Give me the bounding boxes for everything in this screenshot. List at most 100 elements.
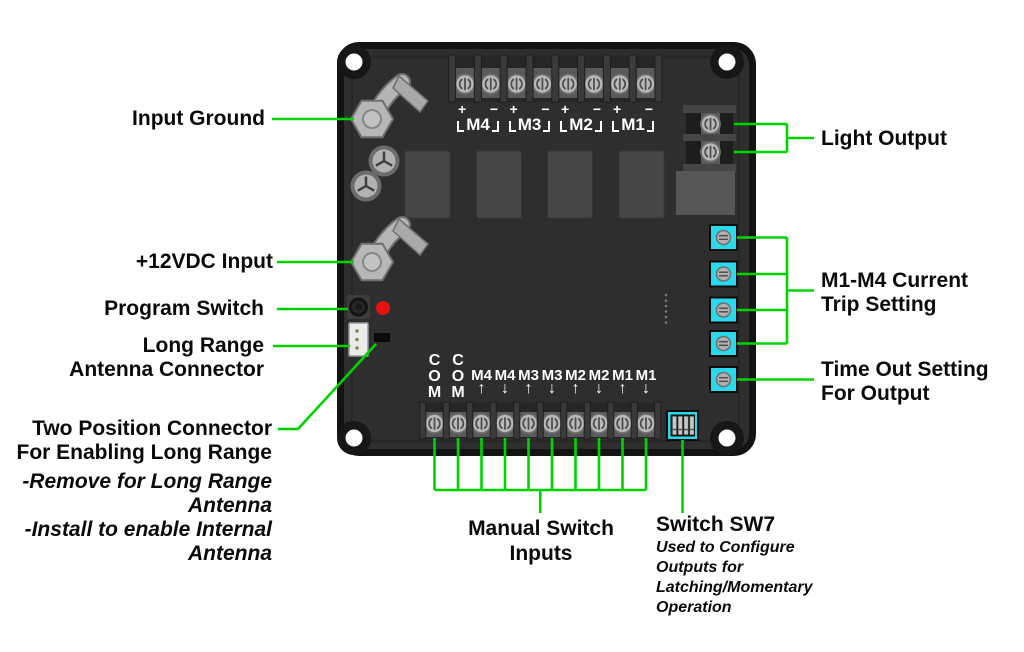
trimpot-m4-trip — [709, 224, 738, 251]
arrow-up-icon: ↑ — [571, 380, 580, 397]
antenna-connector — [348, 322, 369, 357]
antenna-label-line2: Antenna Connector — [69, 358, 264, 381]
trimpots — [709, 224, 738, 393]
vdc-input-lug — [351, 219, 428, 280]
sw7-note4: Operation — [656, 599, 732, 616]
two-position-note2: Antenna — [188, 494, 272, 517]
timeout-label: Time Out Setting For Output — [821, 358, 989, 406]
two-position-note1: -Remove for Long Range — [22, 470, 272, 493]
program-switch-label: Program Switch — [104, 297, 264, 320]
arrow-down-icon: ↓ — [548, 380, 556, 397]
bottom-terminal-label: M2 — [588, 367, 610, 384]
leader-light-output — [734, 122, 814, 154]
bracket-left — [457, 121, 465, 132]
arrow-up-icon: ↑ — [524, 380, 533, 397]
sw7-note3: Latching/Momentary — [656, 579, 813, 596]
sw7-note2: Outputs for — [656, 559, 744, 576]
bracket-right — [594, 121, 602, 132]
trimpot-m1-trip — [709, 330, 738, 357]
input-terminal-strip — [419, 401, 662, 440]
terminal-pair-m4: +− M4 — [452, 101, 504, 134]
arrow-down-icon: ↓ — [595, 380, 603, 397]
sw7-description: Used to Configure Outputs for Latching/M… — [656, 538, 812, 618]
trimpot-m2-trip — [709, 296, 738, 324]
terminal-pair-label: M4 — [466, 115, 490, 134]
sw7-title-label: Switch SW7 — [656, 513, 776, 536]
timeout-line2: For Output — [821, 382, 930, 405]
two-position-notes: -Remove for Long Range Antenna -Install … — [17, 470, 272, 566]
minus-mark: − — [644, 101, 653, 117]
bracket-right — [543, 121, 551, 132]
led-indicator — [376, 301, 390, 315]
relay — [547, 150, 593, 219]
plus-mark: + — [509, 101, 518, 117]
antenna-label-line1: Long Range — [142, 334, 264, 357]
arrow-down-icon: ↓ — [642, 380, 650, 397]
component-block — [676, 171, 735, 215]
arrow-up-icon: ↑ — [618, 380, 627, 397]
relay — [404, 150, 451, 219]
bracket-left — [612, 121, 620, 132]
minus-mark: − — [541, 101, 550, 117]
vdc-input-label: +12VDC Input — [135, 250, 273, 273]
current-trip-label: M1-M4 Current Trip Setting — [821, 269, 968, 317]
timeout-line1: Time Out Setting — [821, 358, 989, 381]
mounting-hole — [710, 421, 744, 455]
com-terminal-label: COM — [451, 352, 465, 401]
dip-switch-sw7 — [666, 410, 699, 441]
input-ground-lug — [351, 76, 428, 137]
manual-switch-line1: Manual Switch — [468, 517, 614, 540]
bottom-terminal-label: M3 — [541, 367, 563, 384]
sw7-note1: Used to Configure — [656, 539, 795, 556]
arrow-up-icon: ↑ — [477, 380, 486, 397]
trimpot-m3-trip — [709, 260, 738, 288]
adjustment-cap — [350, 170, 382, 202]
solder-dots — [664, 293, 668, 324]
leader-two-position — [278, 343, 377, 431]
relay — [476, 150, 522, 219]
bottom-terminal-label: M4 — [471, 367, 492, 384]
circuit-board-face — [344, 49, 749, 449]
bracket-right — [646, 121, 654, 132]
terminal-pair-label: M1 — [621, 115, 645, 134]
two-position-note4: Antenna — [188, 542, 272, 565]
minus-mark: − — [592, 101, 601, 117]
manual-switch-line2: Inputs — [509, 542, 573, 565]
current-trip-line1: M1-M4 Current — [821, 269, 969, 292]
relays — [404, 150, 665, 219]
relay — [618, 150, 665, 219]
terminal-pair-label: M2 — [569, 115, 593, 134]
trimpot-timeout — [709, 366, 738, 393]
two-position-note3: -Install to enable Internal — [24, 518, 272, 541]
bottom-terminal-label: M4 — [494, 367, 516, 384]
two-position-connector — [374, 333, 390, 342]
input-ground-label: Input Ground — [132, 107, 265, 130]
leader-manual-inputs — [433, 438, 648, 513]
output-terminal-strip — [448, 54, 663, 103]
bracket-right — [491, 121, 499, 132]
bottom-terminal-label: M1 — [635, 367, 657, 384]
two-position-line2: For Enabling Long Range — [16, 441, 273, 464]
bottom-terminal-label: M1 — [612, 367, 633, 384]
bottom-terminal-label: M2 — [565, 367, 586, 384]
light-output-label: Light Output — [821, 127, 947, 150]
program-switch-button — [347, 295, 370, 319]
mounting-hole — [337, 421, 371, 455]
adjustment-cap — [368, 145, 400, 177]
bracket-left — [560, 121, 568, 132]
com-terminal-label: COM — [427, 352, 442, 401]
leader-current-trip — [737, 236, 814, 345]
terminal-pair-label: M3 — [517, 115, 542, 134]
two-position-label: Two Position Connector For Enabling Long… — [17, 417, 273, 566]
plus-mark: + — [561, 101, 570, 117]
terminal-pair-m2: + − M2 — [555, 101, 607, 134]
terminal-pair-m1: + − M1 — [607, 101, 659, 134]
minus-mark: − — [489, 101, 498, 117]
mounting-hole — [337, 45, 371, 79]
mounting-hole — [710, 45, 744, 79]
two-position-line1: Two Position Connector — [32, 417, 272, 440]
bottom-terminal-label: M3 — [518, 367, 539, 384]
plus-mark: + — [613, 101, 622, 117]
arrow-down-icon: ↓ — [501, 380, 509, 397]
